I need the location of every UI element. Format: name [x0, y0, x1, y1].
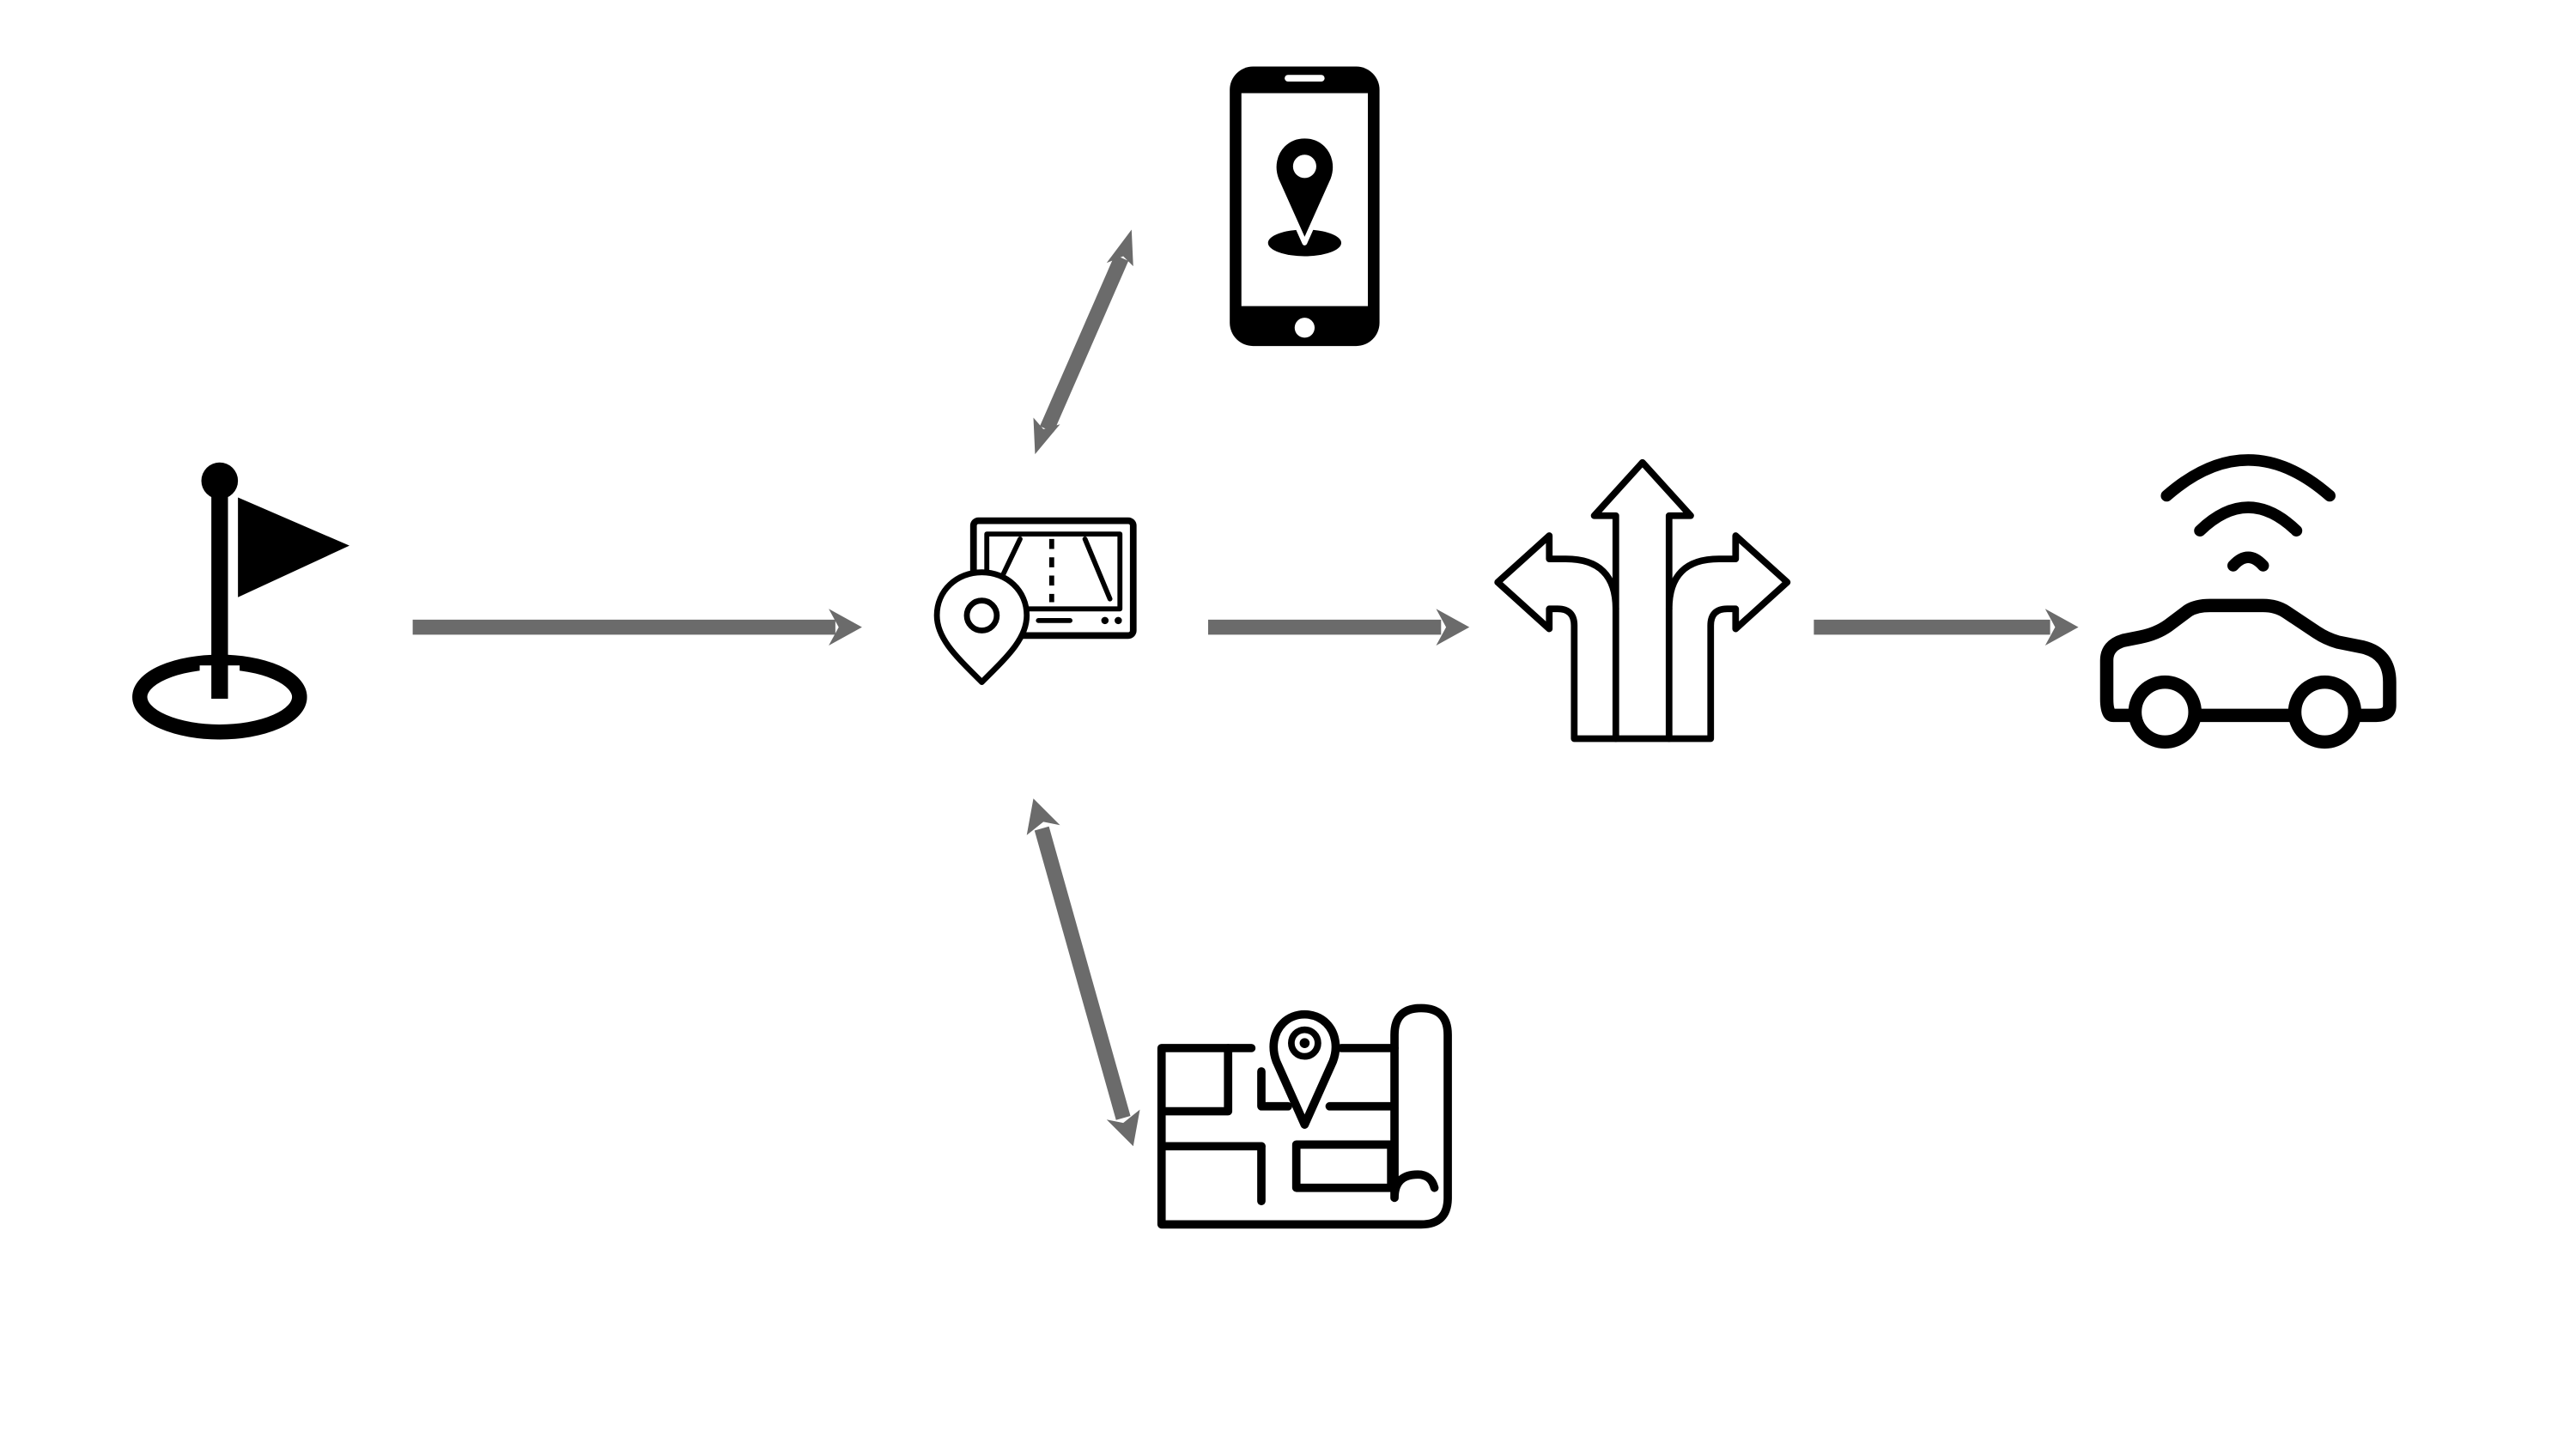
connector-routes-to-car — [1814, 609, 2079, 646]
car-wheel — [2287, 675, 2361, 749]
wifi-signal-icon — [2160, 454, 2336, 502]
navigation-device-icon — [933, 517, 1137, 685]
arrowhead-up — [1026, 798, 1060, 835]
route-options-arrows-icon — [1494, 458, 1791, 743]
flag-banner — [238, 497, 349, 597]
arrowhead-up — [1106, 229, 1133, 267]
arrowhead-right — [1436, 609, 1470, 646]
connector-device-map-bidirectional — [1026, 798, 1140, 1147]
map-icon — [1157, 1003, 1452, 1229]
location-pin-icon — [933, 569, 1030, 685]
flag-icon — [132, 462, 349, 740]
arrowhead-right — [829, 609, 862, 646]
car-wheel — [2128, 675, 2202, 749]
arrowhead-down — [1106, 1109, 1140, 1147]
location-pin-icon — [1271, 133, 1338, 246]
flag-knob — [201, 462, 239, 500]
car-body — [2099, 598, 2397, 723]
connected-car-icon — [2099, 454, 2397, 749]
arrowhead-right — [2044, 609, 2079, 646]
connector-device-phone-bidirectional — [1033, 229, 1133, 455]
flag-pole — [211, 482, 228, 699]
arrowhead-down — [1033, 417, 1060, 455]
smartphone-location-icon — [1230, 66, 1380, 347]
connector-device-to-routes — [1207, 609, 1470, 646]
connector-start-to-device — [412, 609, 862, 646]
